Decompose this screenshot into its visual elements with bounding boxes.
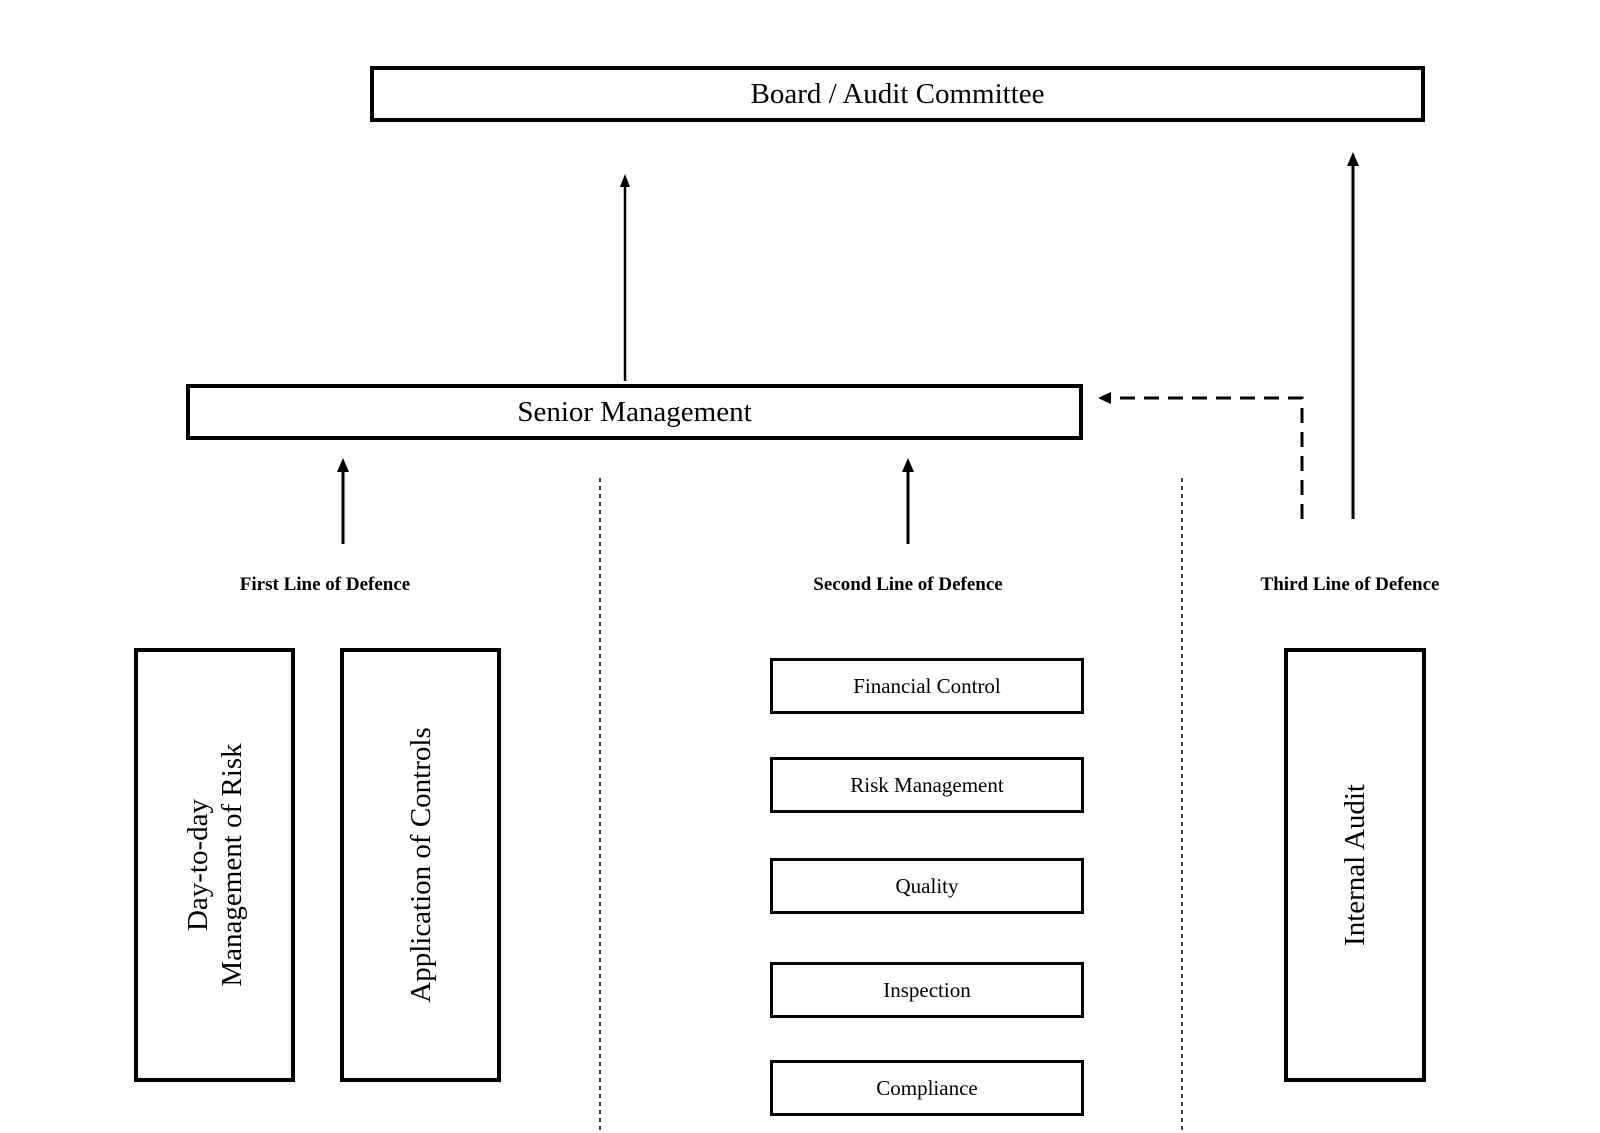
application-of-controls-label: Application of Controls <box>404 727 437 1003</box>
quality-box: Quality <box>770 858 1084 914</box>
risk-management-box: Risk Management <box>770 757 1084 813</box>
second-line-title: Second Line of Defence <box>813 574 1003 595</box>
arrowhead-senior-to-board <box>620 174 630 187</box>
inspection-label: Inspection <box>883 977 971 1002</box>
arrowhead-third-line-to-senior <box>1098 392 1111 404</box>
arrowhead-second-line-to-senior <box>902 458 914 472</box>
senior-management-box: Senior Management <box>186 384 1083 440</box>
dashed-arrow-third-line-to-senior <box>1112 396 1304 519</box>
financial-control-box: Financial Control <box>770 658 1084 714</box>
arrowhead-third-line-to-board <box>1347 152 1359 166</box>
board-audit-committee-box: Board / Audit Committee <box>370 66 1425 122</box>
quality-label: Quality <box>895 873 959 898</box>
day-to-day-line2: Management of Risk <box>215 743 248 987</box>
internal-audit-box: Internal Audit <box>1284 648 1426 1082</box>
day-to-day-line1: Day-to-day <box>181 798 214 932</box>
arrowhead-first-line-to-senior <box>337 458 349 472</box>
day-to-day-management-box: Day-to-day Management of Risk <box>134 648 295 1082</box>
board-audit-committee-label: Board / Audit Committee <box>750 77 1045 110</box>
compliance-box: Compliance <box>770 1060 1084 1116</box>
senior-management-label: Senior Management <box>517 395 752 428</box>
risk-management-label: Risk Management <box>850 772 1004 797</box>
first-line-title: First Line of Defence <box>239 574 411 595</box>
third-line-title: Third Line of Defence <box>1260 574 1440 595</box>
internal-audit-label: Internal Audit <box>1338 784 1371 946</box>
day-to-day-management-label: Day-to-day Management of Risk <box>180 743 248 986</box>
application-of-controls-box: Application of Controls <box>340 648 501 1082</box>
compliance-label: Compliance <box>876 1075 978 1100</box>
inspection-box: Inspection <box>770 962 1084 1018</box>
financial-control-label: Financial Control <box>853 673 1001 698</box>
